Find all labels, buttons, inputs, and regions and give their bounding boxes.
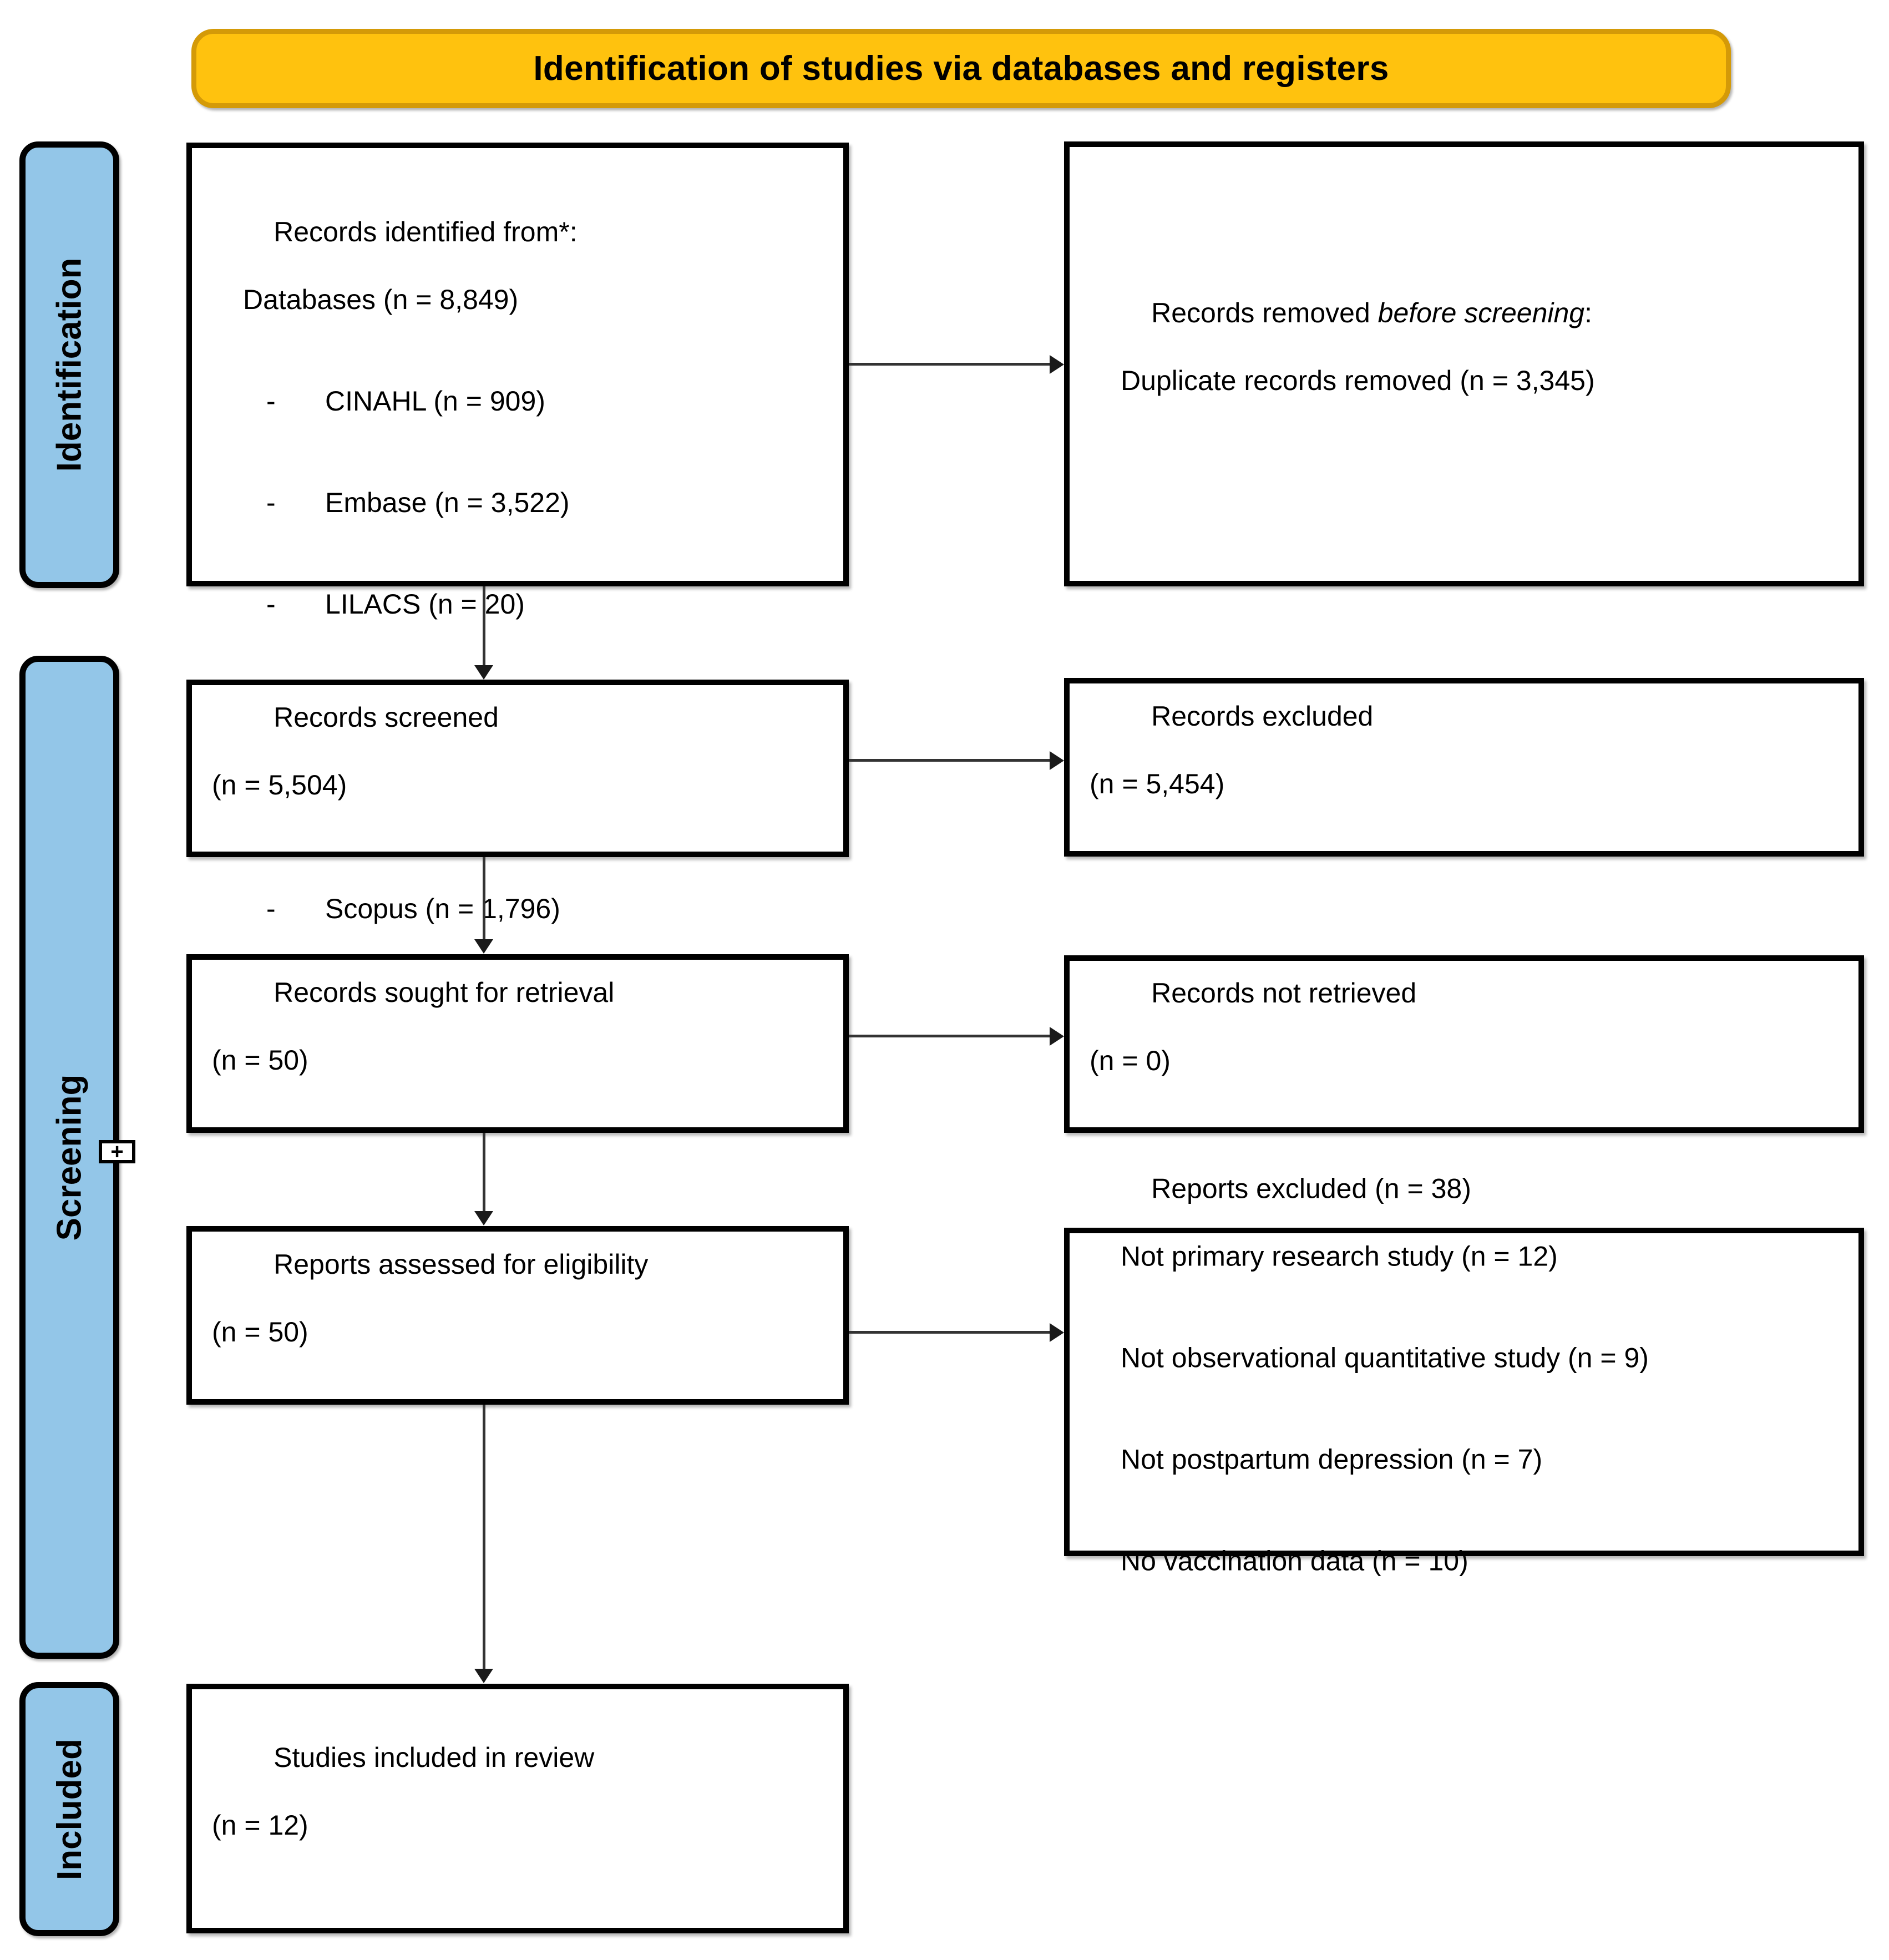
records-removed-title-pre: Records removed: [1151, 297, 1378, 328]
reports-assessed-text: Reports assessed for eligibility (n = 50…: [212, 1214, 830, 1417]
phase-band-included-label: Included: [50, 1738, 89, 1880]
records-not-retrieved-label: Records not retrieved: [1151, 978, 1417, 1009]
records-identified-title: Records identified from*:: [274, 216, 578, 247]
studies-included-text: Studies included in review (n = 12): [212, 1707, 830, 1910]
screening-expand-plus-icon[interactable]: +: [99, 1140, 135, 1163]
reports-assessed-count: (n = 50): [212, 1316, 308, 1348]
records-removed-title-italic: before screening: [1377, 297, 1585, 328]
arrowhead-sought-to-not-retrieved: [1050, 1027, 1064, 1046]
bullet-dash-icon: -: [266, 386, 276, 417]
box-records-removed-before-screening: Records removed before screening: Duplic…: [1064, 141, 1864, 586]
source-lilacs: -LILACS (n = 20): [212, 588, 830, 621]
records-identified-subtitle: Databases (n = 8,849): [243, 284, 519, 315]
reason-not-primary-research: Not primary research study (n = 12): [1121, 1240, 1558, 1272]
box-reports-assessed-for-eligibility: Reports assessed for eligibility (n = 50…: [186, 1226, 849, 1405]
connector-assessed-to-reports-excluded: [849, 1331, 1050, 1334]
arrowhead-sought-to-assessed: [474, 1211, 493, 1225]
records-sought-label: Records sought for retrieval: [274, 977, 615, 1008]
box-records-excluded: Records excluded (n = 5,454): [1064, 678, 1864, 857]
records-screened-count: (n = 5,504): [212, 769, 347, 801]
duplicate-records-removed: Duplicate records removed (n = 3,345): [1121, 365, 1595, 396]
box-records-sought-for-retrieval: Records sought for retrieval (n = 50): [186, 954, 849, 1133]
bullet-dash-icon: -: [266, 487, 276, 518]
arrowhead-assessed-to-reports-excluded: [1050, 1323, 1064, 1342]
bullet-dash-icon: -: [266, 589, 276, 620]
reports-excluded-title: Reports excluded (n = 38): [1151, 1173, 1471, 1204]
arrowhead-screened-to-sought: [474, 939, 493, 954]
source-embase: -Embase (n = 3,522): [212, 486, 830, 520]
records-screened-text: Records screened (n = 5,504): [212, 667, 830, 870]
studies-included-label: Studies included in review: [274, 1742, 595, 1773]
records-sought-text: Records sought for retrieval (n = 50): [212, 942, 830, 1145]
box-reports-excluded: Reports excluded (n = 38) Not primary re…: [1064, 1173, 1864, 1577]
bullet-dash-icon: -: [266, 893, 276, 924]
phase-band-identification: Identification: [19, 141, 119, 588]
arrowhead-screened-to-records-excluded: [1050, 751, 1064, 770]
connector-identified-to-removed: [849, 363, 1050, 366]
records-excluded-count: (n = 5,454): [1090, 768, 1225, 799]
source-scopus: -Scopus (n = 1,796): [212, 892, 830, 926]
records-excluded-label: Records excluded: [1151, 701, 1374, 732]
stage-header-banner: Identification of studies via databases …: [191, 29, 1731, 108]
phase-band-identification-label: Identification: [50, 257, 89, 472]
box-records-identified: Records identified from*: Databases (n =…: [186, 143, 849, 1127]
reason-no-vaccination-data: No vaccination data (n = 10): [1121, 1545, 1468, 1577]
records-removed-text: Records removed before screening: Duplic…: [1090, 262, 1845, 465]
phase-band-included: Included: [19, 1682, 119, 1936]
records-screened-label: Records screened: [274, 702, 499, 733]
reason-not-observational-quantitative: Not observational quantitative study (n …: [1121, 1342, 1649, 1374]
connector-identified-to-screened: [483, 586, 485, 665]
connector-screened-to-records-excluded: [849, 759, 1050, 762]
source-cinahl: -CINAHL (n = 909): [212, 384, 830, 418]
reports-excluded-text: Reports excluded (n = 38) Not primary re…: [1090, 1138, 1845, 1646]
records-excluded-text: Records excluded (n = 5,454): [1090, 666, 1845, 869]
box-records-screened: Records screened (n = 5,504): [186, 680, 849, 857]
records-not-retrieved-count: (n = 0): [1090, 1045, 1171, 1076]
connector-assessed-to-included: [483, 1405, 485, 1669]
studies-included-count: (n = 12): [212, 1810, 308, 1841]
arrowhead-identified-to-removed: [1050, 355, 1064, 374]
connector-sought-to-not-retrieved: [849, 1035, 1050, 1037]
reports-assessed-label: Reports assessed for eligibility: [274, 1249, 649, 1280]
records-not-retrieved-text: Records not retrieved (n = 0): [1090, 943, 1845, 1146]
connector-sought-to-assessed: [483, 1133, 485, 1211]
arrowhead-identified-to-screened: [474, 665, 493, 680]
stage-header-title: Identification of studies via databases …: [533, 49, 1389, 88]
connector-screened-to-sought: [483, 857, 485, 939]
reason-not-postpartum-depression: Not postpartum depression (n = 7): [1121, 1444, 1543, 1475]
box-studies-included-in-review: Studies included in review (n = 12): [186, 1684, 849, 1933]
arrowhead-assessed-to-included: [474, 1669, 493, 1683]
records-sought-count: (n = 50): [212, 1045, 308, 1076]
phase-band-screening-label: Screening: [50, 1074, 89, 1240]
box-records-not-retrieved: Records not retrieved (n = 0): [1064, 955, 1864, 1133]
records-removed-title-post: :: [1584, 297, 1593, 328]
